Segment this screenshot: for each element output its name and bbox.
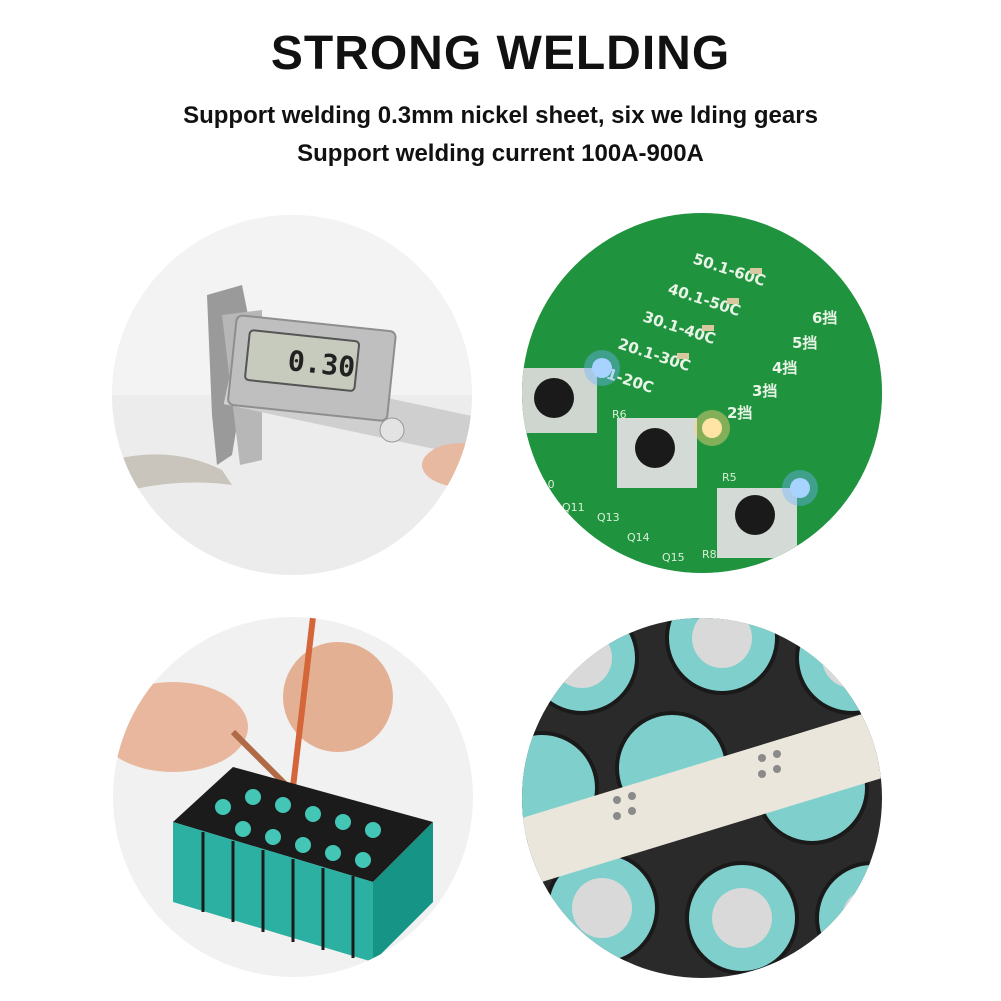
pcb-gear-2: 5挡 <box>792 334 817 352</box>
subtitle-line-2: Support welding current 100A-900A <box>297 140 704 167</box>
pcb-label-q14: Q14 <box>627 531 650 544</box>
battery-pack-welding-photo <box>113 617 473 977</box>
subtitle-line-1: Support welding 0.3mm nickel sheet, six … <box>183 102 818 129</box>
pcb-label-r8: R8 <box>702 548 717 561</box>
pcb-label-q11: Q11 <box>562 501 585 514</box>
pcb-label-q13: Q13 <box>597 511 620 524</box>
caliper-photo: 0.30 <box>112 215 472 575</box>
pcb-label-q15: Q15 <box>662 551 685 564</box>
page-title: STRONG WELDING <box>270 27 731 80</box>
pcb-label-r5: R5 <box>722 471 737 484</box>
pcb-label-r6: R6 <box>612 408 627 421</box>
pcb-gear-1: 6挡 <box>812 309 837 327</box>
caliper-reading: 0.30 <box>286 344 357 384</box>
pcb-photo: 50.1-60C 40.1-50C 30.1-40C 20.1-30C 9.1-… <box>522 213 882 573</box>
pcb-gear-4: 3挡 <box>752 382 777 400</box>
pcb-gear-3: 4挡 <box>772 359 797 377</box>
pcb-label-q10: Q10 <box>532 478 555 491</box>
pcb-gear-5: 2挡 <box>727 404 752 422</box>
nickel-strip-closeup-photo <box>522 618 882 978</box>
